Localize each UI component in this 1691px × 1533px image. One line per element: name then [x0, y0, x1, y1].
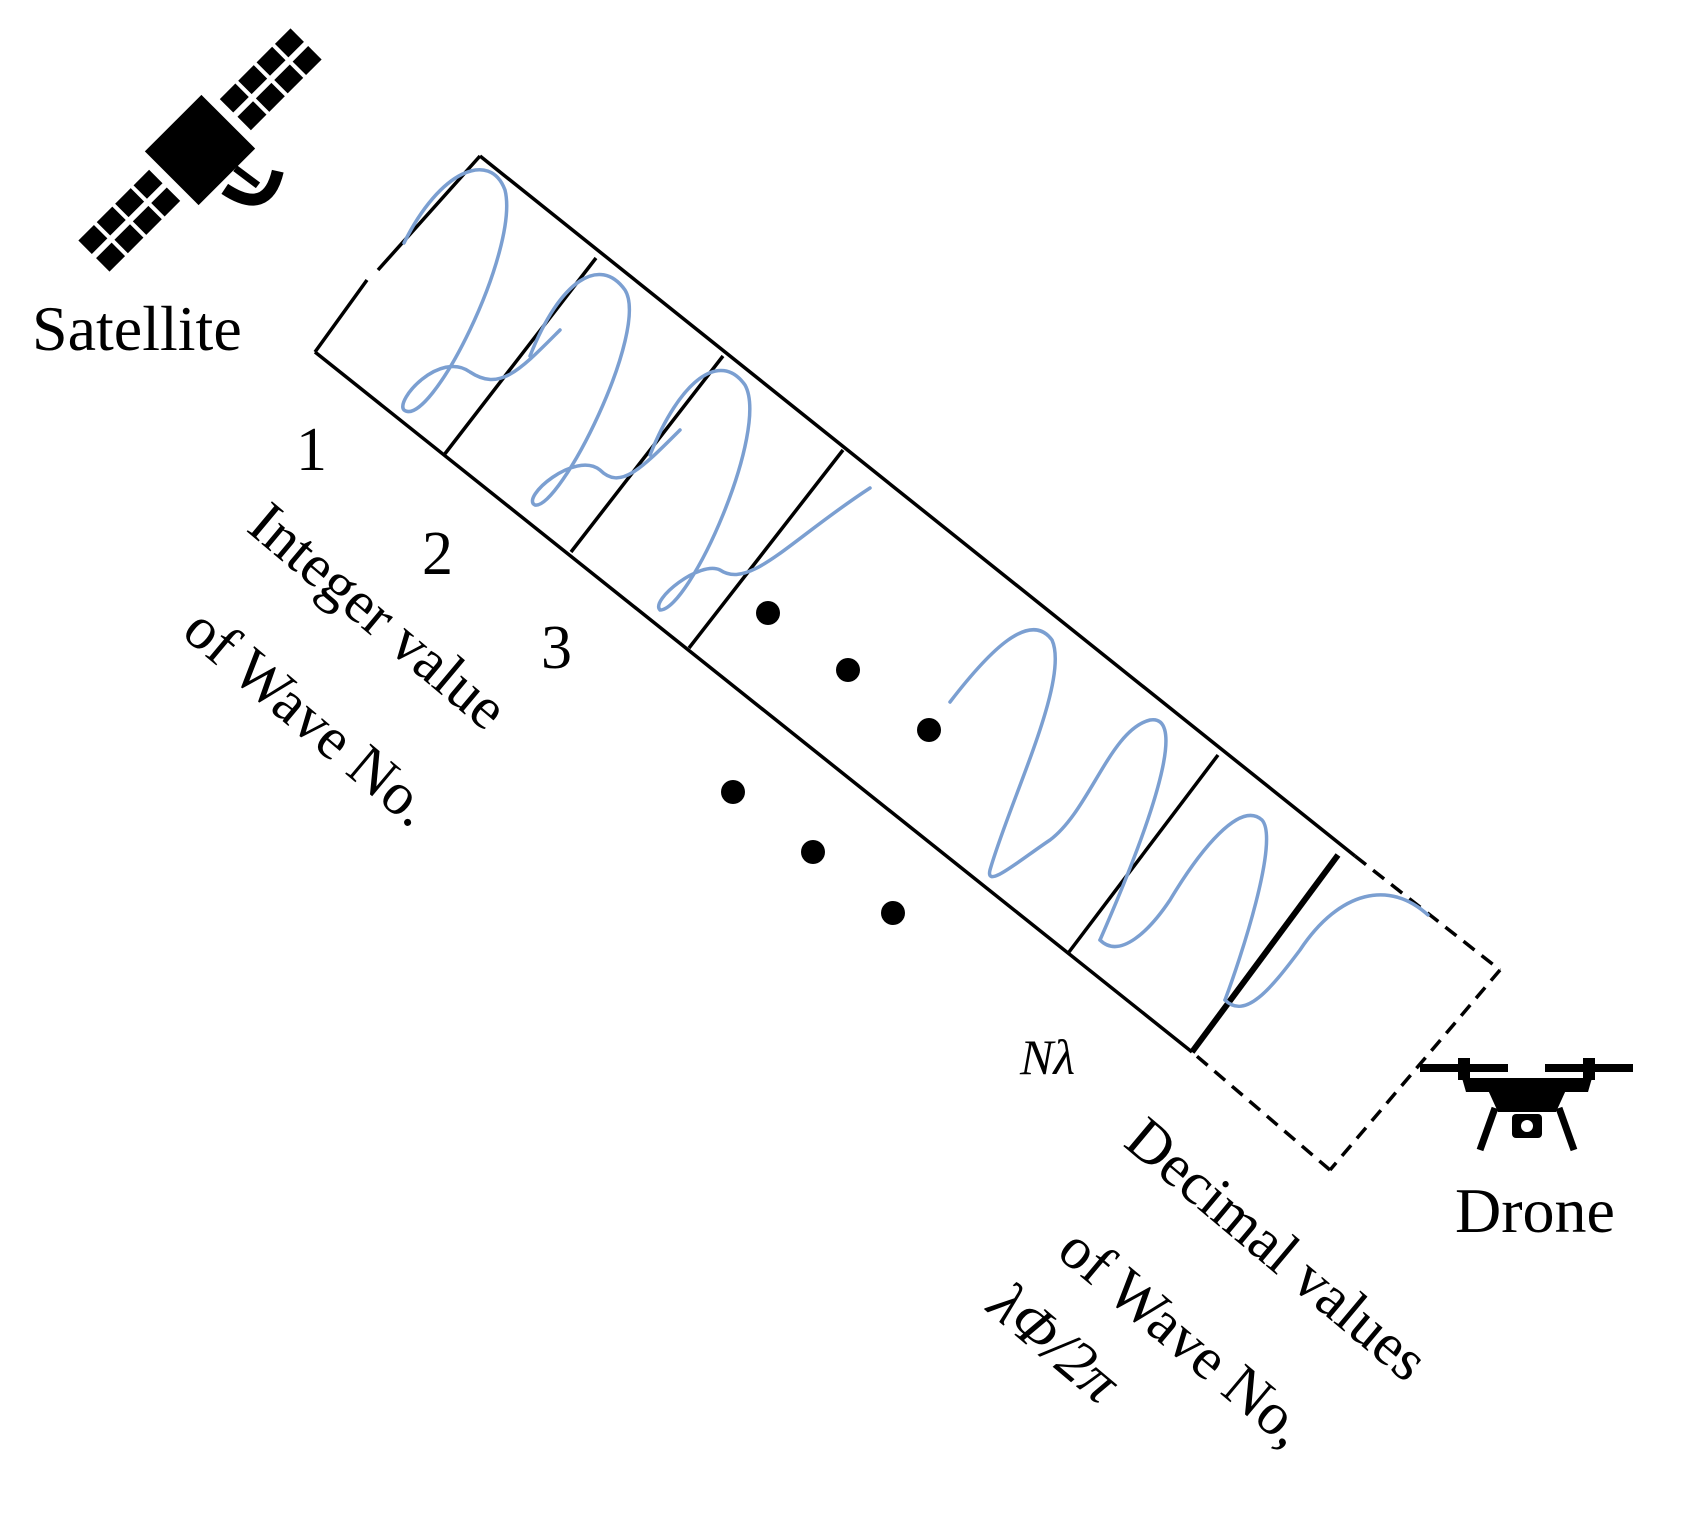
- cell-number-2: 2: [422, 520, 453, 588]
- cell-number-1: 1: [296, 416, 327, 484]
- drone-label: Drone: [1455, 1175, 1615, 1246]
- ellipsis-dot: [881, 901, 905, 925]
- carrier-wave: [401, 168, 1430, 1008]
- drone-icon: [1420, 1058, 1633, 1152]
- ellipsis-dot: [917, 718, 941, 742]
- ellipsis-dot: [756, 601, 780, 625]
- strip-left-end: [313, 278, 369, 354]
- satellite-icon: [78, 28, 322, 272]
- ellipsis-dot: [721, 780, 745, 804]
- cell-divider: [569, 354, 725, 554]
- strip-bottom-edge: [313, 350, 1194, 1054]
- ellipsis-dot: [836, 658, 860, 682]
- cell-divider: [1067, 753, 1220, 954]
- cell-number-3: 3: [541, 614, 572, 682]
- strip-top-edge: [478, 154, 1357, 858]
- n-lambda-label: Nλ: [1019, 1029, 1075, 1085]
- satellite-label: Satellite: [32, 293, 242, 364]
- cell-divider-bold: [1189, 853, 1341, 1054]
- ellipsis-dots: [721, 601, 941, 925]
- cell-divider: [442, 256, 598, 457]
- wave-cells: [313, 154, 1357, 1054]
- cell-divider: [687, 448, 845, 650]
- ellipsis-dot: [801, 840, 825, 864]
